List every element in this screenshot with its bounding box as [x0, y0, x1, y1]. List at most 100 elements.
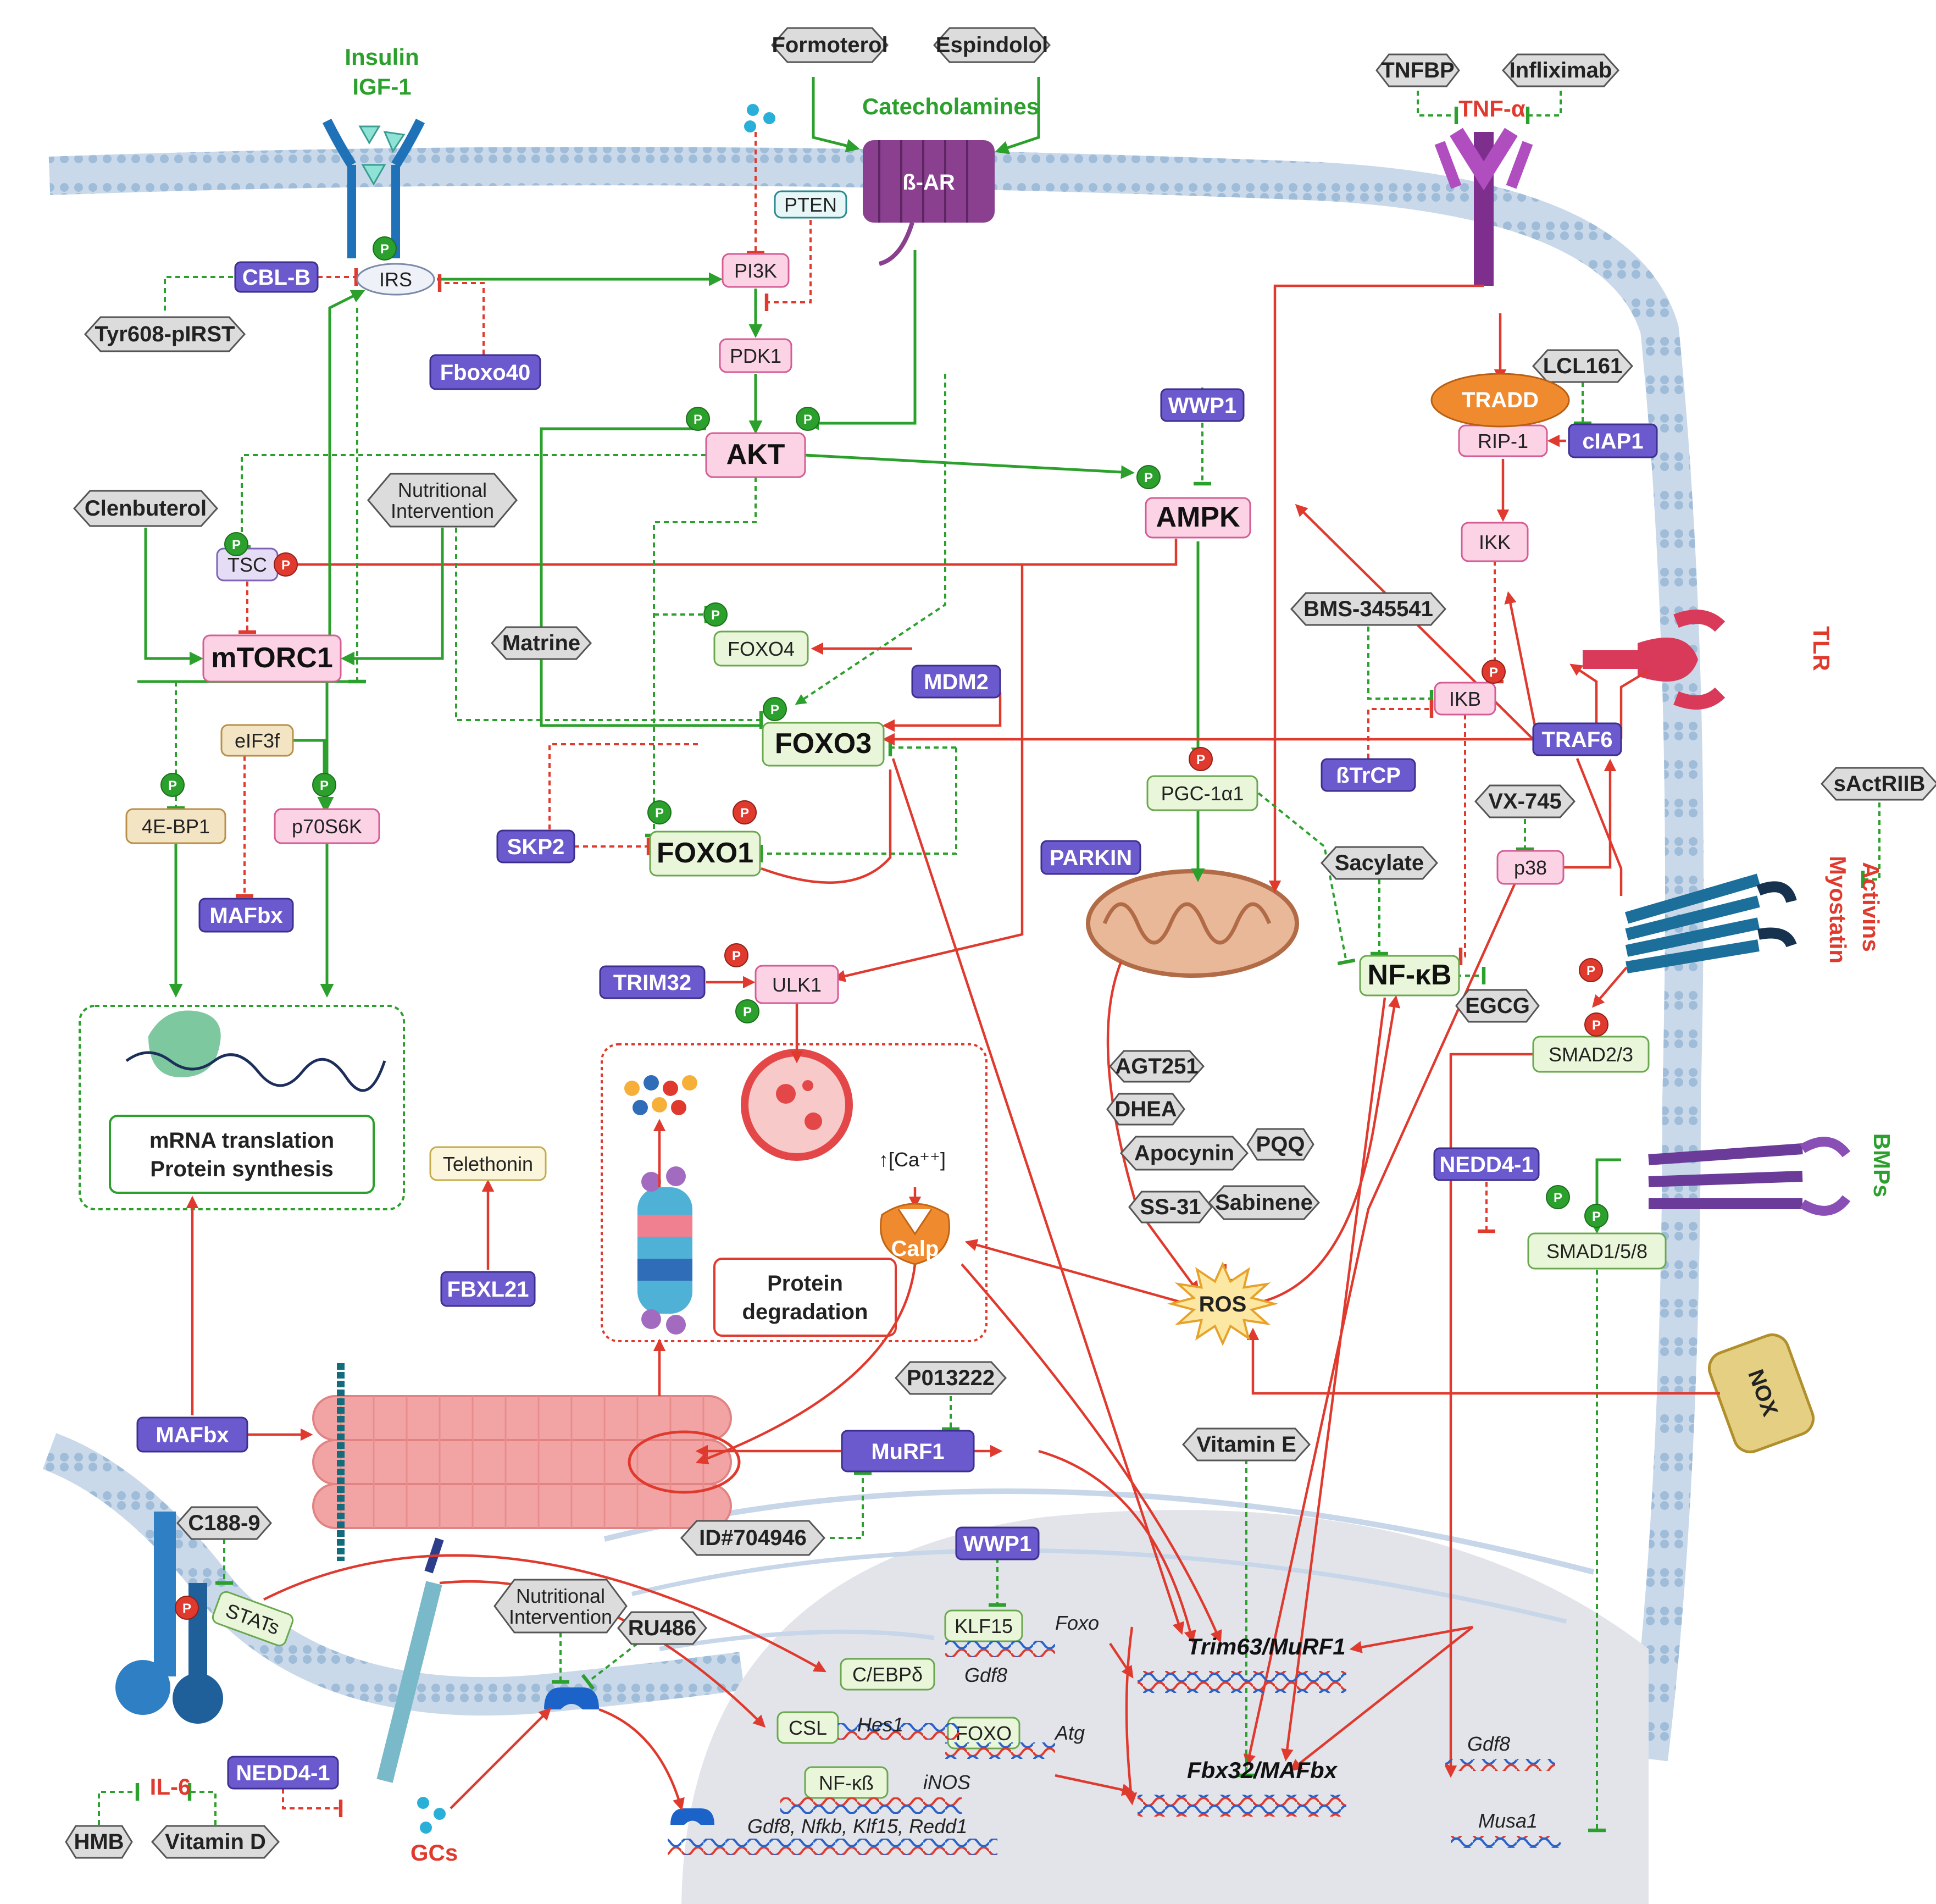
node-foxo-label: FOXO: [956, 1722, 1012, 1745]
drug-sactriib-label: sActRIIB: [1834, 772, 1926, 796]
node-p38: p38: [1496, 850, 1565, 885]
ligase-parkin-label: PARKIN: [1050, 846, 1132, 870]
drug-hmb: HMB: [65, 1825, 133, 1859]
pathway-edge: [455, 528, 763, 729]
drug-clenbuterol-label: Clenbuterol: [85, 496, 207, 521]
node-ikk-label: IKK: [1479, 531, 1511, 554]
pathway-edge: [812, 77, 860, 153]
phospho-icon: P: [647, 800, 672, 824]
degradation-line2: degradation: [742, 1300, 868, 1324]
drug-bms-label: BMS-345541: [1303, 597, 1433, 621]
node-foxo3-label: FOXO3: [775, 728, 872, 760]
phospho-icon: P: [312, 773, 336, 797]
pathway-edge: [759, 748, 957, 862]
ligase-wwp1b: WWP1: [955, 1526, 1040, 1560]
pathway-edge: [164, 276, 242, 313]
pathway-edge: [1367, 700, 1434, 759]
phospho-label: P: [320, 778, 329, 793]
pathway-edge: [764, 220, 812, 311]
node-nfkb2-label: NF-κß: [819, 1772, 874, 1794]
phospho-label: P: [1592, 1209, 1601, 1224]
pathway-edge: [328, 290, 365, 638]
node-ulk1: ULK1: [755, 965, 839, 1004]
gene-musa1: Musa1: [1478, 1809, 1538, 1832]
phospho-icon: P: [763, 697, 787, 721]
phospho-label: P: [1196, 752, 1205, 767]
ligase-fbxl21: FBXL21: [440, 1271, 536, 1307]
ligase-mafbx1: MAFbx: [198, 898, 294, 933]
ligase-mdm2: MDM2: [911, 665, 1001, 699]
node-foxo4-label: FOXO4: [728, 638, 795, 660]
pathway-edge: [581, 1642, 639, 1690]
gene-trim63: Trim63/MuRF1: [1187, 1634, 1346, 1659]
pathway-edge: [1257, 792, 1356, 966]
drug-vx745: VX-745: [1474, 784, 1576, 818]
pathway-edge: [805, 453, 1135, 479]
bmp-receptor: [1648, 1137, 1851, 1216]
pathway-edge: [795, 374, 946, 705]
phospho-label: P: [1586, 964, 1595, 978]
node-pten-label: PTEN: [784, 193, 837, 216]
gene-gr-targets: Gdf8, Nfkb, Klf15, Redd1: [747, 1815, 967, 1837]
drug-vx745-label: VX-745: [1488, 789, 1561, 813]
phospho-label: P: [770, 702, 779, 717]
pathway-edge: [1289, 1626, 1474, 1772]
node-pten: PTEN: [774, 190, 847, 219]
pathway-edge: [263, 1554, 826, 1673]
gc-molecules-icon: [417, 104, 775, 1834]
phospho-icon: P: [224, 532, 248, 556]
node-foxo1-label: FOXO1: [657, 837, 753, 869]
drug-clenbuterol: Clenbuterol: [73, 490, 219, 527]
pathway-edge: [541, 743, 698, 838]
drug-matrine-label: Matrine: [502, 631, 580, 655]
pathway-edge: [1861, 802, 1880, 888]
node-rip1-label: RIP-1: [1478, 430, 1528, 452]
pathway-edge: [1576, 758, 1623, 896]
ligase-ciap1: cIAP1: [1568, 423, 1658, 458]
ligase-murf1: MuRF1: [841, 1430, 975, 1473]
pathway-edge: [1055, 1774, 1135, 1796]
igf1-label: IGF-1: [352, 74, 411, 99]
phospho-label: P: [694, 412, 702, 427]
node-pgc1a1-label: PGC-1α1: [1161, 782, 1244, 805]
gene-gdf8: Gdf8: [964, 1664, 1007, 1686]
node-pi3k: PI3K: [722, 253, 790, 288]
phospho-label: P: [281, 558, 290, 573]
node-foxo4: FOXO4: [713, 630, 809, 667]
node-ikb: IKB: [1434, 682, 1496, 716]
phospho-icon: P: [175, 1596, 199, 1620]
myofibril-icon: [312, 1363, 741, 1561]
calcium-label: ↑[Ca⁺⁺]: [879, 1148, 946, 1171]
degradation-box: [713, 1258, 897, 1337]
node-ros: ROS: [1167, 1261, 1279, 1346]
node-telethonin: Telethonin: [429, 1146, 547, 1181]
il6-receptor: [115, 1512, 223, 1724]
node-calp: Calp: [880, 1203, 950, 1265]
node-smad23: SMAD2/3: [1532, 1036, 1650, 1073]
node-ampk-label: AMPK: [1156, 501, 1240, 533]
lysosome-icon: [741, 1049, 853, 1161]
tlr-label: TLR: [1809, 626, 1834, 671]
node-p70s6k: p70S6K: [274, 808, 380, 844]
node-smad158-label: SMAD1/5/8: [1546, 1240, 1647, 1263]
peptide-chain-icon: [624, 1075, 697, 1115]
phospho-icon: P: [274, 552, 298, 577]
ligase-wwp1a-label: WWP1: [1168, 394, 1236, 418]
pathway-edge: [341, 528, 444, 666]
drug-lcl161-label: LCL161: [1543, 354, 1623, 378]
node-foxo3: FOXO3: [762, 722, 885, 767]
translation-box: [109, 1115, 375, 1194]
node-ampk: AMPK: [1145, 497, 1251, 539]
drug-bms: BMS-345541: [1290, 592, 1447, 626]
drug-vitamind-label: Vitamin D: [165, 1830, 266, 1854]
pathway-edge: [450, 1707, 552, 1809]
node-pdk1-label: PDK1: [730, 345, 781, 367]
node-ulk1-label: ULK1: [772, 973, 822, 996]
drug-tyr608: Tyr608-pIRST: [84, 316, 246, 352]
drug-sactriib: sActRIIB: [1820, 767, 1936, 801]
phospho-label: P: [182, 1601, 191, 1616]
degradation-line1: Protein: [767, 1271, 843, 1296]
node-irs: IRS: [356, 263, 435, 296]
activins-label: Activins: [1858, 862, 1884, 951]
node-mtorc1: mTORC1: [202, 634, 342, 683]
